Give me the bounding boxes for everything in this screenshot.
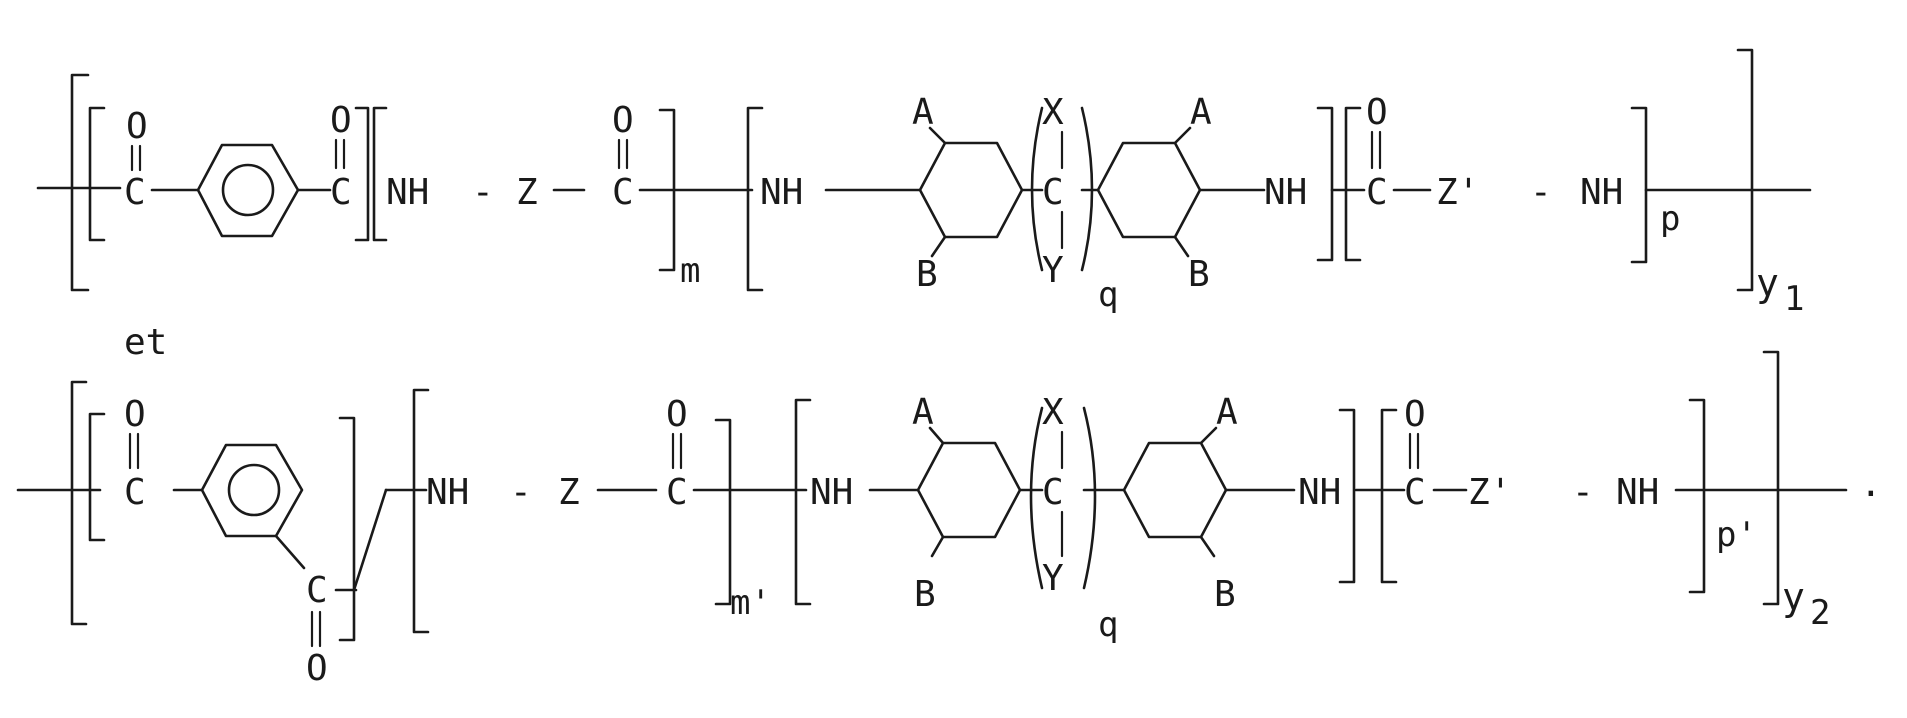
left-bracket (374, 108, 386, 240)
substituent-bond (1175, 128, 1190, 143)
trailing-period: . (1860, 464, 1882, 505)
nh-label: NH (426, 472, 469, 513)
carbon-label: C (666, 472, 688, 513)
nh-label: NH (810, 472, 853, 513)
subscript-q: q (1098, 275, 1118, 315)
outer-left-bracket (72, 75, 88, 290)
nh-label: NH (1264, 172, 1307, 213)
outer-right-bracket (1764, 352, 1778, 604)
right-bracket (1318, 108, 1332, 260)
formula-2: O C C O NH - Z O C m' NH (18, 352, 1882, 689)
formula-1: O C O C NH - Z O C m NH (38, 50, 1810, 319)
benzene-ring (198, 145, 298, 236)
carbon-label: C (1366, 172, 1388, 213)
oxygen-label: O (666, 394, 688, 435)
left-bracket (1382, 410, 1396, 582)
z-label: Z (558, 472, 580, 513)
inner-right-bracket (356, 108, 368, 240)
cyclohexane-ring (1098, 143, 1200, 237)
oxygen-label: O (1404, 394, 1426, 435)
dash-label: - (1530, 172, 1552, 213)
right-bracket (340, 418, 354, 640)
substituent-b: B (1214, 574, 1236, 615)
x-label: X (1042, 392, 1064, 433)
y-label: Y (1042, 250, 1064, 291)
oxygen-label: O (124, 394, 146, 435)
inner-left-bracket (90, 108, 104, 240)
carbon-label: C (306, 570, 328, 611)
substituent-bond (1201, 537, 1214, 556)
subscript-y-index: 2 (1810, 593, 1830, 633)
carbon-label: C (124, 172, 146, 213)
left-bracket (1346, 108, 1360, 260)
z-prime-label: Z' (1436, 172, 1479, 213)
outer-left-bracket (72, 382, 86, 624)
benzene-ring (202, 445, 302, 536)
oxygen-label: O (612, 100, 634, 141)
aromatic-circle (223, 165, 273, 215)
substituent-a: A (1190, 92, 1212, 133)
subscript-y-index: 1 (1784, 279, 1804, 319)
bond-line (354, 490, 386, 590)
right-bracket (1632, 108, 1646, 262)
z-prime-label: Z' (1468, 472, 1511, 513)
substituent-b: B (916, 254, 938, 295)
substituent-b: B (1188, 254, 1210, 295)
oxygen-label: O (306, 648, 328, 689)
inner-left-bracket (90, 414, 104, 540)
nh-label: NH (386, 172, 429, 213)
subscript-y: y (1756, 261, 1779, 305)
oxygen-label: O (126, 106, 148, 147)
dash-label: - (510, 472, 532, 513)
connector-label: et (124, 322, 167, 363)
subscript-q: q (1098, 605, 1118, 645)
right-bracket (716, 420, 730, 604)
carbon-label: C (612, 172, 634, 213)
bond-line (276, 536, 304, 568)
right-bracket (1340, 410, 1354, 582)
aromatic-circle (229, 465, 279, 515)
substituent-b: B (914, 574, 936, 615)
nh-label: NH (1298, 472, 1341, 513)
carbon-label: C (1042, 172, 1064, 213)
nh-label: NH (1580, 172, 1623, 213)
outer-right-bracket (1738, 50, 1752, 290)
nh-label: NH (760, 172, 803, 213)
nh-label: NH (1616, 472, 1659, 513)
subscript-y: y (1782, 575, 1805, 619)
dash-label: - (472, 172, 494, 213)
x-label: X (1042, 92, 1064, 133)
carbon-label: C (124, 472, 146, 513)
subscript-m-prime: m' (730, 583, 771, 623)
y-label: Y (1042, 558, 1064, 599)
cyclohexane-ring (1124, 443, 1226, 537)
subscript-m: m (680, 251, 700, 291)
substituent-a: A (912, 392, 934, 433)
cyclohexane-ring (920, 143, 1022, 237)
left-parenthesis (1031, 408, 1042, 588)
left-bracket (796, 400, 810, 604)
z-label: Z (516, 172, 538, 213)
dash-label: - (1572, 472, 1594, 513)
oxygen-label: O (330, 100, 352, 141)
substituent-a: A (1216, 392, 1238, 433)
carbon-label: C (1042, 472, 1064, 513)
substituent-bond (1201, 428, 1216, 443)
carbon-label: C (1404, 472, 1426, 513)
substituent-bond (932, 537, 943, 556)
substituent-a: A (912, 92, 934, 133)
cyclohexane-ring (918, 443, 1020, 537)
subscript-p: p (1660, 199, 1680, 239)
subscript-p-prime: p' (1716, 515, 1757, 555)
oxygen-label: O (1366, 92, 1388, 133)
right-parenthesis (1084, 408, 1095, 588)
substituent-bond (1175, 237, 1188, 256)
right-bracket (1690, 400, 1704, 592)
carbon-label: C (330, 172, 352, 213)
